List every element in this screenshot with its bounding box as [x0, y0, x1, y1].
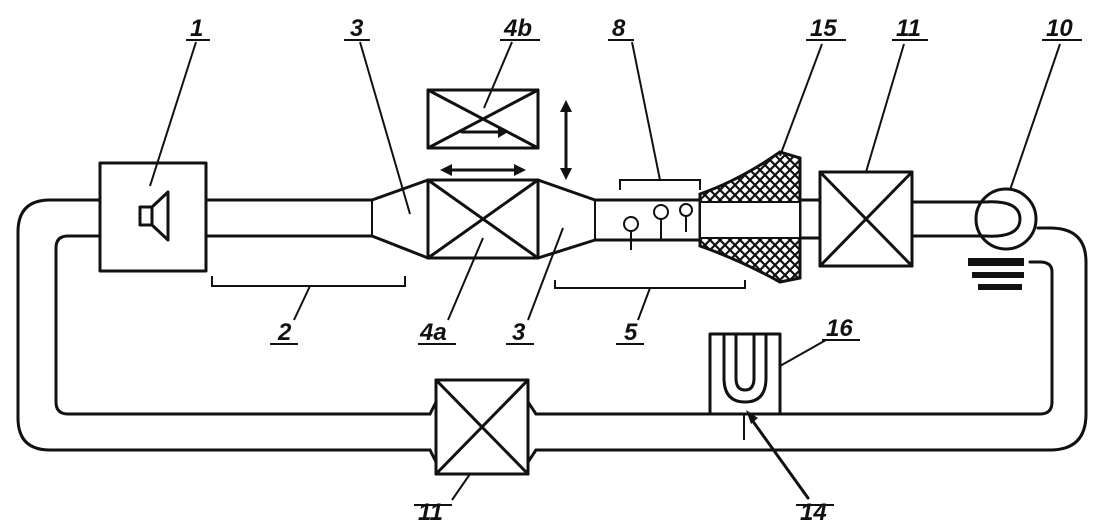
bracket-5: [554, 280, 746, 289]
horizontal-double-arrow-icon: [440, 164, 526, 176]
fan: [968, 187, 1038, 290]
leader-11-upper: [865, 43, 905, 173]
bracket-8: [619, 179, 701, 190]
label-4a: 4a: [419, 319, 447, 346]
fan-base-icon: [968, 258, 1024, 290]
leader-14: [750, 418, 810, 500]
leader-1: [149, 41, 197, 187]
label-15: 15: [810, 15, 837, 42]
termination-horn: [698, 150, 802, 284]
label-14: 14: [800, 499, 827, 525]
label-11-upper: 11: [896, 15, 921, 42]
bracket-2: [211, 276, 406, 287]
leader-8: [631, 41, 661, 181]
label-3-upper: 3: [350, 15, 364, 42]
element-4a: [426, 178, 540, 260]
label-10: 10: [1046, 15, 1073, 42]
label-16: 16: [826, 315, 853, 342]
microphone-icon: [679, 203, 693, 232]
leader-16: [779, 339, 827, 367]
filter-11-upper: [818, 170, 914, 268]
arrow-right-icon: [460, 126, 508, 138]
microphone-icon: [653, 204, 669, 240]
leader-4a: [447, 237, 484, 321]
element-4b: [426, 88, 540, 150]
leader-15: [779, 43, 823, 157]
label-11-lower: 11: [418, 499, 443, 525]
loudspeaker-box: [98, 161, 208, 273]
u-tube-manometer-icon: [708, 332, 782, 416]
label-4b: 4b: [503, 15, 532, 42]
microphones: [623, 203, 693, 250]
microphone-icon: [623, 216, 639, 250]
vertical-double-arrow-icon: [560, 100, 572, 180]
label-3-lower: 3: [512, 319, 526, 346]
leader-10: [1009, 43, 1061, 191]
leader-11-lower: [451, 473, 471, 501]
leader-2: [293, 285, 311, 321]
label-2: 2: [277, 319, 292, 346]
leader-3b: [527, 227, 564, 321]
upper-duct: [204, 178, 987, 260]
label-5: 5: [624, 319, 638, 346]
loudspeaker-icon: [138, 190, 170, 242]
return-duct-loop: [16, 198, 1088, 452]
label-1: 1: [190, 15, 203, 42]
leader-4b: [483, 41, 513, 109]
leader-5: [637, 287, 651, 321]
filter-11-lower: [428, 378, 538, 476]
leader-3a: [359, 41, 411, 215]
label-8: 8: [612, 15, 626, 42]
